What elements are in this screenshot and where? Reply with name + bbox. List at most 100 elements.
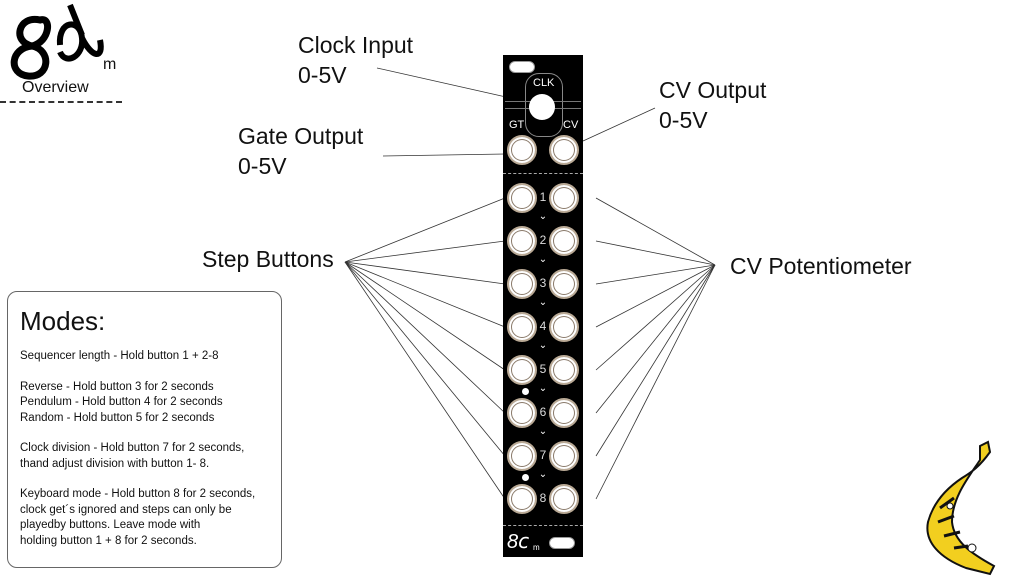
- step-button-leader: [344, 261, 506, 414]
- step-number: 3: [539, 276, 547, 290]
- divider: [503, 173, 583, 174]
- cv-potentiometer-leader: [595, 264, 716, 285]
- title-underline: [0, 101, 122, 103]
- mounting-slot-top: [509, 61, 535, 73]
- step-number: 1: [539, 190, 547, 204]
- step-number: 4: [539, 319, 547, 333]
- step-number: 2: [539, 233, 547, 247]
- cv-label: CV: [563, 119, 579, 131]
- mode-text: playedby buttons. Leave mode with: [20, 519, 201, 531]
- clock-input-leader: [376, 67, 507, 98]
- brand-logo: m: [0, 0, 130, 110]
- callout-title: Clock Input: [298, 32, 414, 58]
- logo-mark-icon: [10, 3, 104, 80]
- callout-title: Gate Output: [238, 123, 364, 149]
- clk-frame: [525, 73, 563, 137]
- cv-potentiometer-6[interactable]: [549, 398, 579, 428]
- gate-output-leader: [382, 153, 506, 157]
- step-button-2[interactable]: [507, 226, 537, 256]
- gate-output-callout: Gate Output 0-5V: [238, 121, 363, 181]
- mounting-slot-bottom: [549, 537, 575, 549]
- banana-mascot-icon: [926, 440, 996, 576]
- step-button-leader: [344, 261, 506, 500]
- step-button-1[interactable]: [507, 183, 537, 213]
- cv-potentiometer-1[interactable]: [549, 183, 579, 213]
- cv-output-jack[interactable]: [549, 135, 579, 165]
- clock-input-callout: Clock Input 0-5V: [298, 30, 413, 90]
- cv-potentiometer-5[interactable]: [549, 355, 579, 385]
- chevron-down-icon: ⌄: [538, 469, 548, 480]
- cv-potentiometer-leader: [595, 264, 716, 457]
- chevron-down-icon: ⌄: [538, 254, 548, 265]
- callout-spec: 0-5V: [659, 107, 708, 133]
- cv-output-leader: [582, 107, 656, 142]
- step-button-leader: [344, 261, 506, 328]
- mode-text: clock get´s ignored and steps can only b…: [20, 503, 232, 516]
- panel-logo-suffix: m: [533, 543, 540, 552]
- step-button-leader: [344, 261, 506, 285]
- chevron-down-icon: ⌄: [538, 383, 548, 394]
- step-button-leader: [344, 261, 506, 371]
- callout-spec: 0-5V: [298, 62, 347, 88]
- overview-title: Overview: [22, 79, 89, 96]
- cv-potentiometer-leader: [595, 264, 716, 328]
- led-indicator: [522, 388, 529, 395]
- mode-text: Pendulum - Hold button 4 for 2 seconds: [20, 396, 223, 408]
- cv-potentiometer-leader: [595, 197, 716, 266]
- modes-panel: Modes: Sequencer length - Hold button 1 …: [7, 291, 282, 568]
- callout-spec: 0-5V: [238, 153, 287, 179]
- cv-potentiometer-3[interactable]: [549, 269, 579, 299]
- step-button-4[interactable]: [507, 312, 537, 342]
- cv-potentiometer-7[interactable]: [549, 441, 579, 471]
- mode-entry: Clock division - Hold button 7 for 2 sec…: [20, 441, 269, 472]
- gate-output-jack[interactable]: [507, 135, 537, 165]
- step-button-leader: [344, 240, 506, 263]
- step-button-8[interactable]: [507, 484, 537, 514]
- gt-label: GT: [509, 119, 525, 131]
- cv-potentiometer-2[interactable]: [549, 226, 579, 256]
- step-number: 7: [539, 448, 547, 462]
- chevron-down-icon: ⌄: [538, 340, 548, 351]
- cv-output-callout: CV Output 0-5V: [659, 75, 766, 135]
- step-button-leader: [344, 261, 506, 457]
- divider: [503, 525, 583, 526]
- callout-title: CV Output: [659, 77, 767, 103]
- step-button-7[interactable]: [507, 441, 537, 471]
- mode-text: Random - Hold button 5 for 2 seconds: [20, 411, 215, 424]
- clock-input-jack[interactable]: [529, 94, 555, 120]
- mode-entry: Sequencer length - Hold button 1 + 2-8: [20, 349, 269, 365]
- mode-text: Clock division - Hold button 7 for 2 sec…: [20, 442, 245, 454]
- mode-text: Reverse - Hold button 3 for 2 seconds: [20, 380, 214, 393]
- cv-potentiometer-leader: [595, 264, 716, 500]
- step-buttons-callout: Step Buttons: [202, 246, 334, 272]
- step-button-3[interactable]: [507, 269, 537, 299]
- panel-logo: 8ⅽ: [507, 531, 530, 553]
- mode-text: Sequencer length - Hold button 1 + 2-8: [20, 350, 219, 362]
- chevron-down-icon: ⌄: [538, 426, 548, 437]
- modes-title: Modes:: [20, 306, 106, 336]
- led-indicator: [522, 474, 529, 481]
- mode-entry: Keyboard mode - Hold button 8 for 2 seco…: [20, 487, 269, 549]
- step-button-6[interactable]: [507, 398, 537, 428]
- cv-potentiometer-leader: [595, 240, 716, 266]
- cv-potentiometer-leader: [595, 264, 716, 371]
- step-button-leader: [344, 197, 506, 263]
- step-button-5[interactable]: [507, 355, 537, 385]
- chevron-down-icon: ⌄: [538, 297, 548, 308]
- logo-suffix: m: [103, 56, 117, 73]
- sequencer-module-panel: CLK GT CV 1 ⌄ 2 ⌄ 3 ⌄ 4 ⌄ 5 ⌄ 6 ⌄ 7 ⌄ 8 8ⅽ m: [503, 55, 583, 557]
- mode-text: holding button 1 + 8 for 2 seconds.: [20, 534, 197, 547]
- cv-potentiometer-callout: CV Potentiometer: [730, 253, 912, 279]
- step-number: 5: [539, 362, 547, 376]
- step-number: 8: [539, 491, 547, 505]
- step-number: 6: [539, 405, 547, 419]
- mode-text: thand adjust division with button 1- 8.: [20, 457, 210, 470]
- cv-potentiometer-4[interactable]: [549, 312, 579, 342]
- cv-potentiometer-8[interactable]: [549, 484, 579, 514]
- mode-text: Keyboard mode - Hold button 8 for 2 seco…: [20, 488, 256, 500]
- clk-label: CLK: [533, 77, 555, 89]
- chevron-down-icon: ⌄: [538, 211, 548, 222]
